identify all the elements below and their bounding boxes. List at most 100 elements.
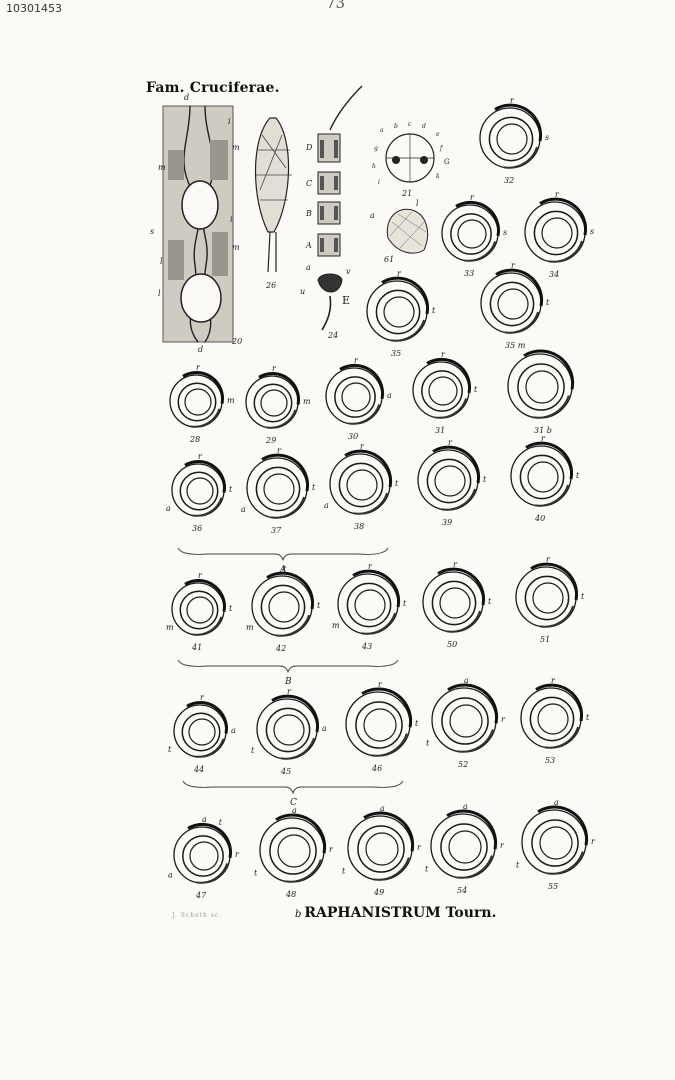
embryo-part-label: r (200, 693, 205, 702)
embryo-middle-ring (265, 707, 311, 753)
family-title: Fam. Cruciferae. (146, 80, 280, 96)
embryo-part-label: m (166, 623, 174, 632)
flower-sublabel-u: u (300, 287, 305, 296)
embryo-part-label: t (516, 861, 520, 870)
embryo-middle-ring (179, 471, 219, 511)
embryo-part-label: r (368, 562, 373, 571)
embryo-shade-arc-2 (504, 311, 539, 334)
embryo-number: 42 (275, 644, 286, 653)
figure-26-seed: 26 (254, 117, 292, 290)
embryo-shade-arc-2 (266, 409, 297, 429)
embryo-middle-ring (346, 582, 392, 628)
embryo-middle-ring (260, 584, 306, 630)
embryo-part-label: r (417, 843, 422, 852)
embryo-part-label: t (229, 604, 233, 613)
embryo-middle-ring (531, 819, 579, 867)
embryo-part-label: t (229, 485, 233, 494)
embryo-part-label: r (470, 193, 475, 202)
embryo-inner-ring (365, 832, 399, 866)
embryo-middle-ring (357, 825, 405, 873)
embryo-shade-arc-2 (456, 855, 493, 879)
embryo-part-label: r (329, 845, 334, 854)
embryo-part-label: t (546, 298, 550, 307)
embryo-middle-ring (488, 116, 534, 162)
embryo-part-label: t (426, 739, 430, 748)
embryo-part-label: a (464, 676, 469, 685)
embryo-shade-arc (184, 460, 226, 493)
fig21-label-f: f (439, 145, 444, 152)
siliqua-label-A: A (305, 241, 312, 250)
fig21-label-h: h (372, 163, 376, 170)
embryo-part-label: t (395, 479, 399, 488)
embryo-shade-arc (455, 200, 501, 237)
group-label: B (284, 677, 292, 687)
embryo-part-label: a (322, 724, 327, 733)
embryo-shade-arc (535, 683, 584, 722)
embryo-number: 53 (545, 756, 555, 765)
embryo-part-label: t (586, 713, 590, 722)
embryo-shade-arc-2 (457, 729, 494, 753)
fig20-label-m: m (232, 143, 240, 152)
embryo-shade-arc (495, 268, 544, 307)
embryo-middle-ring (255, 466, 301, 512)
embryo-part-label: r (555, 190, 560, 199)
embryo-number: 38 (354, 522, 364, 531)
embryo-middle-ring (182, 835, 224, 877)
embryo-part-label: r (196, 363, 201, 372)
embryo-number: 44 (193, 765, 204, 774)
embryo-part-label: r (441, 350, 446, 359)
embryo-inner-ring (541, 217, 573, 249)
embryo-shade-arc (187, 822, 233, 859)
embryo-shade-arc (381, 276, 430, 315)
fig21-label-d: d (422, 123, 426, 130)
embryo-part-label: r (235, 850, 240, 859)
embryo-shade-arc (525, 441, 574, 480)
embryo-inner-ring (346, 469, 378, 501)
embryo-number: 33 (464, 269, 474, 278)
embryo-shade-arc-2 (285, 859, 322, 883)
embryo-part-label: r (448, 438, 453, 447)
embryo-middle-ring (355, 701, 403, 749)
embryo-part-label: r (360, 442, 365, 451)
embryo-number: 29 (265, 436, 276, 445)
embryo-number: 34 (549, 270, 559, 279)
embryo-inner-ring (184, 388, 212, 416)
brace-path (177, 659, 399, 674)
embryo-number: 41 (191, 643, 202, 652)
embryo-middle-ring (177, 382, 217, 422)
embryo-shade-arc-2 (547, 851, 584, 875)
footer-title: RAPHANISTRUM Tourn. (304, 905, 497, 921)
embryo-part-label: t (581, 592, 585, 601)
embryo-part-label: a (324, 501, 329, 510)
embryo-inner-ring (527, 461, 559, 493)
embryo-number: 30 (348, 432, 358, 441)
embryo-part-label: r (287, 687, 292, 696)
embryo-inner-ring (428, 376, 458, 406)
page-number: 73 (326, 0, 346, 12)
embryo-shade-arc-2 (534, 484, 569, 507)
embryo-inner-ring (496, 123, 528, 155)
embryo-shade-arc-2 (373, 857, 410, 881)
figure-siliqua: D C B A E a v u 24 (300, 85, 363, 340)
embryo-shade-arc (363, 811, 415, 852)
group-braces: ABC (177, 547, 404, 808)
embryo-shade-arc (447, 683, 499, 724)
embryo-shade-arc-2 (275, 614, 310, 637)
embryo-part-label: m (227, 396, 235, 405)
embryo-inner-ring (449, 704, 483, 738)
embryo-shade-arc (182, 371, 224, 404)
embryo-shade-arc (261, 453, 310, 492)
embryo-inner-ring (383, 296, 415, 328)
embryo-part-label: r (501, 715, 506, 724)
